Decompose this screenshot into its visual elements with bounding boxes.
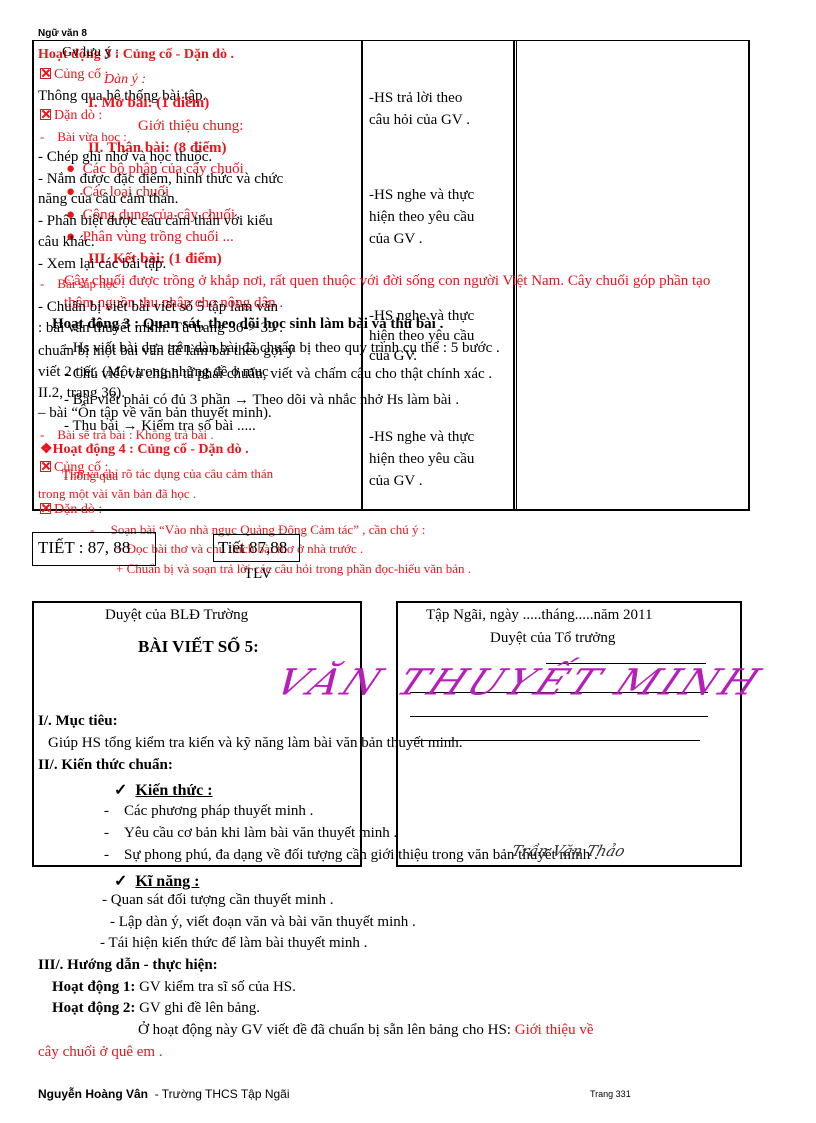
next-lesson-line-1: - Soạn bài “Vào nhà ngục Quảng Đông Cảm … [90, 522, 426, 537]
conclusion-text: Cây chuối được trồng ở khắp nơi, rất que… [64, 273, 711, 311]
skills-item-2: - Lập dàn ý, viết đoạn văn và bài văn th… [110, 914, 416, 930]
signature-line-3 [410, 716, 708, 717]
knowledge-heading: II/. Kiến thức chuẩn: [38, 757, 173, 773]
activity-3b-step-4: - Thu bài → Kiểm tra số bài ..... [64, 418, 256, 434]
head-approval-title: Duyệt của Tổ trưởng [490, 630, 616, 646]
body-point-1: ● Các bộ phận của cây chuối [66, 161, 244, 177]
signature-line-4 [410, 740, 700, 741]
knowledge-item-3: - Sự phong phú, đa dạng về đối tượng cần… [104, 847, 598, 863]
head-approval-box [396, 601, 742, 867]
procedure-step-2: Hoạt động 2: GV ghi đề lên bảng. [52, 1000, 261, 1016]
objectives-text: Giúp HS tổng kiểm tra kiến và kỹ năng là… [48, 735, 463, 751]
knowledge-item-1: - Các phương pháp thuyết minh . [104, 803, 314, 819]
lesson-learned: - Bài vừa học : [40, 129, 127, 144]
table-divider-3 [516, 41, 517, 510]
prep-line-c: chuẩn bị một bài văn để làm bài theo gợi… [38, 343, 295, 359]
checkbox-icon [40, 68, 51, 79]
gv-note-title: Gv lưu ý : [62, 45, 119, 60]
approval-date: Tập Ngãi, ngày .....tháng.....năm 2011 [426, 607, 653, 623]
activity-3-title: Hoạt động 3 : Củng cố - Dặn dò . [38, 47, 235, 62]
checkmark-icon: ✓ [114, 873, 128, 890]
activity-4-task-b: trong một vài văn bản đã học . [38, 486, 197, 501]
outline-label: Dàn ý : [104, 72, 146, 87]
prep-line-e: II.2, trang 36). [38, 385, 126, 401]
intro-text: Giới thiệu chung: [138, 118, 244, 134]
checkbox-icon [40, 461, 51, 472]
conclusion-heading: III. Kết bài: (1 điểm) [88, 251, 222, 267]
checkbox-icon [40, 503, 51, 514]
prep-line-a: - Chuẩn bị viết bài viết số 5 tập làm vă… [38, 299, 278, 315]
homework-item-3a: - Phân biệt được câu cảm thán với kiểu [38, 213, 273, 229]
homework-item-3b: câu khác. [38, 234, 95, 250]
footer-page: Trang 331 [590, 1089, 631, 1099]
review-text: Thông qua hệ thống bài tập. [38, 88, 207, 104]
objectives-heading: I/. Mục tiêu: [38, 713, 118, 729]
head-signature: Trần Văn Thảo [509, 842, 628, 860]
body-point-3: ● Công dụng của cây chuối [66, 207, 236, 223]
activity-4-homework: Dặn dò : [40, 502, 102, 518]
period-box-overlay [213, 534, 300, 562]
period-label: TIẾT : 87, 88 [38, 538, 131, 557]
activity-4-title: ❖Hoạt động 4 : Củng cố - Dặn dò . [40, 442, 249, 457]
procedure-topic: cây chuối ở quê em . [38, 1044, 163, 1060]
signature-line-2 [410, 692, 708, 693]
signature-line-1 [546, 663, 706, 664]
period-overlay-label: Tiết 87,88 [218, 538, 288, 557]
activity-3b-step-1: - Hs viết bài dựa trên dàn bài đã chuẩn … [64, 340, 500, 356]
activity-4-task-a: Tìm và chỉ rõ tác dụng của câu cảm thán [62, 466, 274, 481]
activity-3b-step-3: - Bài viết phải có đủ 3 phần → Theo dõi … [64, 392, 460, 408]
wordart-title: VĂN THUYẾT MINH [268, 662, 771, 704]
knowledge-subheading: ✓ Kiến thức : [114, 782, 213, 799]
homework-item-1: - Chép ghi nhớ và học thuộc. [38, 149, 213, 165]
body-point-2: ● Các loại chuối [66, 184, 170, 200]
procedure-heading: III/. Hướng dẫn - thực hiện: [38, 957, 218, 973]
homework-item-2a: - Nắm được đặc điểm, hình thức và chức [38, 171, 284, 187]
board-approval-title: Duyệt của BLĐ Trường [105, 607, 249, 623]
subject-header: Ngữ văn 8 [38, 28, 87, 39]
procedure-detail: Ở hoạt động này GV viết đề đã chuẩn bị s… [138, 1022, 594, 1038]
knowledge-item-2: - Yêu cầu cơ bản khi làm bài văn thuyết … [104, 825, 398, 841]
skills-item-1: - Quan sát đối tượng cần thuyết minh . [102, 892, 334, 908]
period-sub-label: TLV [244, 566, 272, 582]
activity-3b-step-2: - Chú viết và chính tả phải chuẩn, viết … [64, 366, 493, 382]
prep-line-f: – bài “Ôn tập về văn bản thuyết minh). [38, 405, 272, 421]
next-lesson-label: - Bài sắp học : [40, 276, 125, 291]
prep-line-d: viết 2 tiết. (Một trong những đề ở mục [38, 364, 269, 380]
checkmark-icon: ✓ [114, 782, 128, 799]
skills-item-3: - Tái hiện kiến thức để làm bài thuyết m… [100, 935, 368, 951]
period-box [32, 532, 156, 566]
activity-3b-title: Hoạt động 3 : Quan sát, theo dõi học sin… [52, 316, 444, 332]
intro-heading: I. Mở bài: (1 điểm) [88, 95, 210, 111]
checkbox-icon [40, 109, 51, 120]
procedure-step-1: Hoạt động 1: GV kiểm tra sĩ số của HS. [52, 979, 296, 995]
body-heading: II. Thân bài: (8 điểm) [88, 140, 227, 156]
skills-subheading: ✓ Kĩ năng : [114, 873, 200, 890]
homework-item-2b: năng của câu cảm thán. [38, 191, 179, 207]
body-point-4: ● Phân vùng trồng chuối ... [66, 229, 234, 245]
activity-4-via: Thông qua [62, 468, 118, 483]
essay-heading: BÀI VIẾT SỐ 5: [138, 637, 259, 656]
diamond-icon: ❖ [40, 442, 53, 457]
table-divider-1 [361, 41, 363, 510]
table-divider-2 [513, 41, 515, 510]
board-approval-box [32, 601, 362, 867]
activity-4-review: Củng cố : [40, 460, 108, 476]
footer-author: Nguyễn Hoàng Vân - Trường THCS Tập Ngãi [38, 1087, 290, 1101]
next-lesson-line-3: + Chuẩn bị và soạn trả lời các câu hỏi t… [116, 561, 471, 576]
return-note: - Bài sẽ trả bài : Không trả bài . [40, 427, 214, 442]
next-lesson-line-2: + Đọc bài thơ và chú thích bài thơ ở nhà… [116, 541, 364, 556]
homework-item-4: - Xem lại các bài tập. [38, 256, 167, 272]
prep-line-b: : bài văn thuyết minh. Từ trang 36-> 39 … [38, 320, 284, 336]
homework-heading: Dặn dò : [40, 108, 102, 124]
lesson-table [32, 40, 750, 511]
review-heading: Củng cố : [40, 67, 108, 83]
